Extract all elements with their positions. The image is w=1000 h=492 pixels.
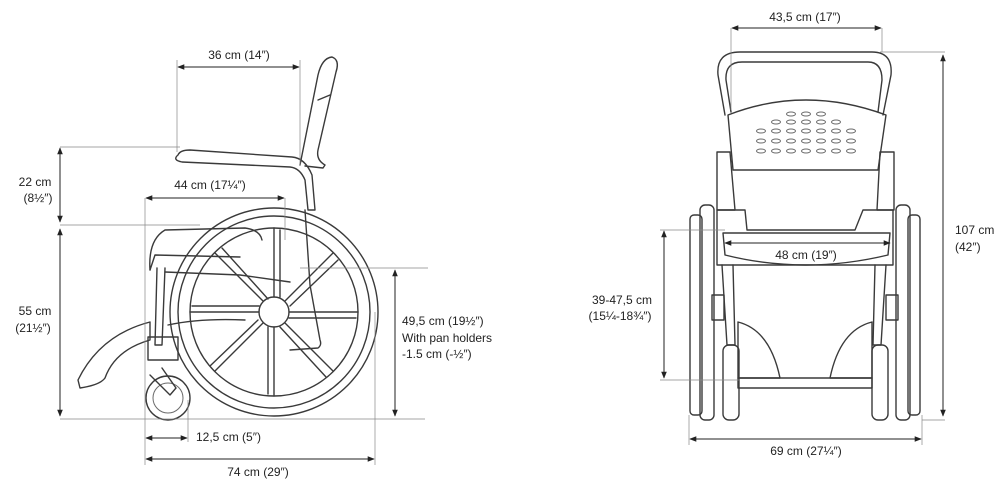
vent-hole bbox=[801, 111, 811, 117]
vent-hole bbox=[831, 119, 841, 125]
backrest-holes bbox=[756, 111, 856, 154]
vent-hole bbox=[801, 138, 811, 144]
side-view-drawing bbox=[57, 56, 428, 465]
vent-hole bbox=[756, 138, 766, 144]
vent-hole bbox=[801, 128, 811, 134]
vent-hole bbox=[771, 148, 781, 154]
vent-hole bbox=[786, 138, 796, 144]
vent-hole bbox=[786, 128, 796, 134]
vent-hole bbox=[846, 148, 856, 154]
vent-hole bbox=[801, 148, 811, 154]
vent-hole bbox=[816, 119, 826, 125]
vent-hole bbox=[801, 119, 811, 125]
vent-hole bbox=[816, 148, 826, 154]
footrest-range-cm-label: 39-47,5 cm bbox=[591, 293, 653, 307]
vent-hole bbox=[831, 138, 841, 144]
backrest-width-label: 43,5 cm (17″) bbox=[769, 10, 841, 24]
vent-hole bbox=[816, 138, 826, 144]
vent-hole bbox=[786, 111, 796, 117]
vent-hole bbox=[771, 138, 781, 144]
overall-width-label: 69 cm (27¼″) bbox=[770, 444, 842, 458]
overall-length-label: 74 cm (29″) bbox=[227, 465, 289, 479]
caster-size-label: 12,5 cm (5″) bbox=[196, 430, 261, 444]
seat-depth-label: 44 cm (17¼″) bbox=[174, 178, 246, 192]
vent-hole bbox=[846, 128, 856, 134]
armrest-height-cm-label: 22 cm bbox=[18, 175, 52, 189]
clearance-cm-label: 49,5 cm (19½″) bbox=[402, 314, 484, 328]
vent-hole bbox=[786, 148, 796, 154]
vent-hole bbox=[831, 148, 841, 154]
vent-hole bbox=[786, 119, 796, 125]
vent-hole bbox=[771, 119, 781, 125]
wheel-spokes bbox=[189, 227, 359, 397]
backrest-depth-label: 36 cm (14″) bbox=[208, 48, 270, 62]
vent-hole bbox=[816, 111, 826, 117]
armrest-height-in-label: (8½″) bbox=[23, 191, 53, 205]
seat-width-label: 48 cm (19″) bbox=[775, 248, 837, 262]
seat-height-cm-label: 55 cm bbox=[18, 304, 52, 318]
clearance-delta-label: -1.5 cm (-½″) bbox=[402, 347, 472, 361]
vent-hole bbox=[846, 138, 856, 144]
footrest-range-in-label: (15¼-18¾″) bbox=[588, 309, 652, 323]
overall-height-cm-label: 107 cm bbox=[955, 223, 995, 237]
vent-hole bbox=[831, 128, 841, 134]
vent-hole bbox=[756, 148, 766, 154]
clearance-note-label: With pan holders bbox=[402, 331, 493, 345]
vent-hole bbox=[771, 128, 781, 134]
vent-hole bbox=[816, 128, 826, 134]
overall-height-in-label: (42″) bbox=[955, 240, 981, 254]
front-view-drawing bbox=[660, 25, 946, 445]
vent-hole bbox=[756, 128, 766, 134]
seat-height-in-label: (21½″) bbox=[15, 321, 51, 335]
